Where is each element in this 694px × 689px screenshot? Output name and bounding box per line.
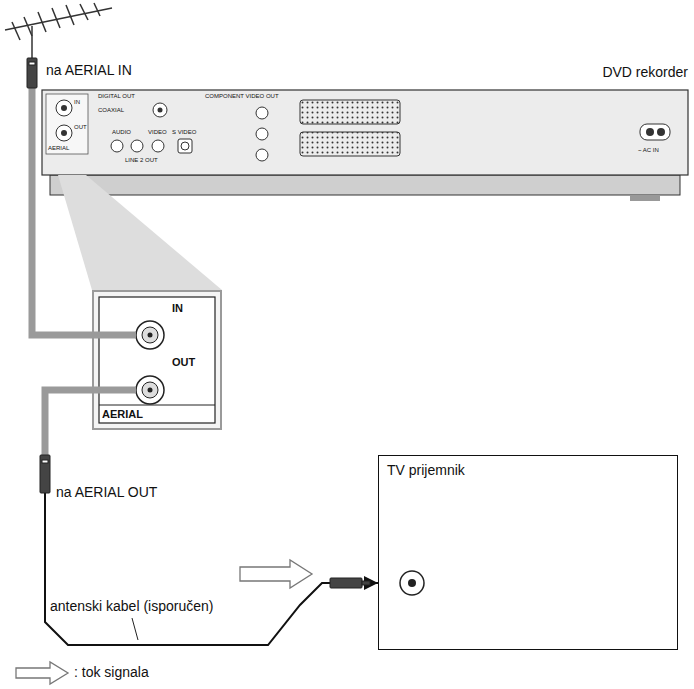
tv-jack — [400, 571, 424, 595]
legend-arrow-sample — [16, 662, 68, 684]
panel-marking: COMPONENT VIDEO OUT — [205, 93, 279, 100]
panel-marking: AERIAL — [48, 145, 69, 152]
panel-label: AERIAL — [102, 408, 143, 421]
cable-label: antenski kabel (isporučen) — [48, 598, 215, 614]
signal-arrow — [240, 560, 312, 588]
panel-marking: VIDEO — [148, 129, 167, 136]
aerial-out-cable — [45, 390, 136, 458]
aerial-inset-art — [92, 290, 222, 430]
connection-note: na AERIAL OUT — [56, 484, 157, 500]
plug-symbol — [27, 58, 370, 588]
device-title: TV prijemnik — [387, 462, 465, 478]
connection-note: na AERIAL IN — [46, 62, 132, 78]
aerial-in-cable — [32, 88, 136, 335]
callout-wedge — [58, 175, 222, 290]
port-label: OUT — [172, 356, 195, 369]
panel-marking: S VIDEO — [172, 129, 196, 136]
panel-marking: AUDIO — [112, 129, 131, 136]
leader-line — [132, 618, 138, 640]
panel-marking: LINE 2 OUT — [125, 157, 158, 164]
panel-marking: COAXIAL — [98, 107, 124, 114]
aerial-inset: IN OUT AERIAL — [92, 290, 222, 430]
panel-marking: ~ AC IN — [638, 147, 659, 154]
port-label: IN — [172, 302, 183, 315]
recorder-illustration — [42, 90, 688, 201]
legend-text: : tok signala — [74, 664, 149, 680]
device-title: DVD rekorder — [602, 64, 688, 80]
panel-marking: OUT — [74, 124, 87, 131]
tv-jack-pin — [408, 579, 416, 587]
antenna-symbol — [5, 3, 112, 58]
panel-marking: DIGITAL OUT — [98, 93, 135, 100]
tv-box: TV prijemnik — [378, 455, 678, 650]
panel-marking: IN — [74, 99, 80, 106]
